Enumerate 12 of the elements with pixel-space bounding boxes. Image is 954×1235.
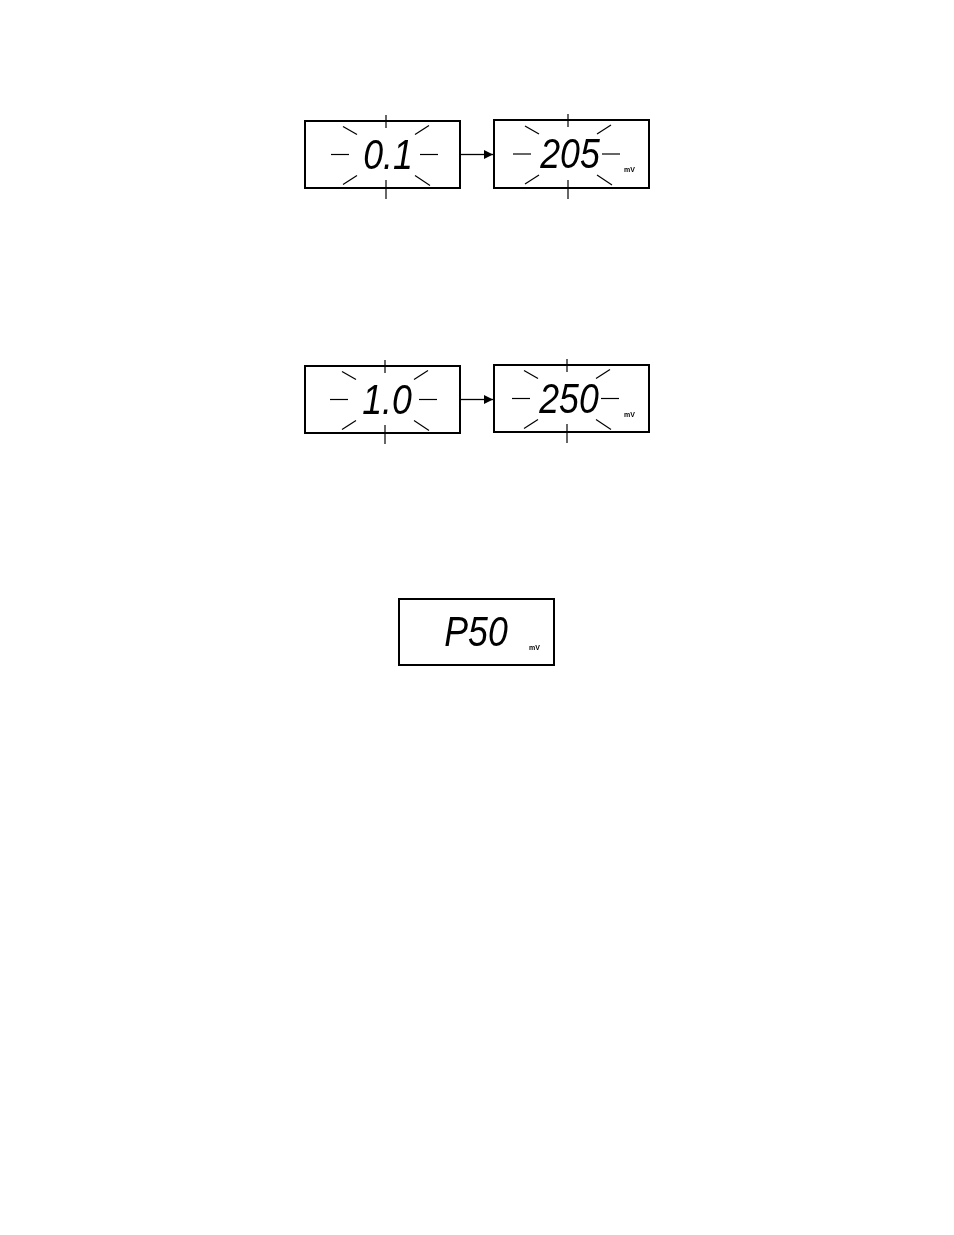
arrow (460, 150, 494, 159)
display-reading: 205 (540, 133, 600, 175)
display-reading: 0.1 (363, 133, 413, 176)
lcd-display (304, 365, 461, 434)
lcd-display (398, 598, 555, 666)
display-reading: P50 (444, 611, 508, 653)
arrow (460, 395, 494, 404)
lcd-display (493, 119, 650, 189)
display-reading: 250 (539, 377, 599, 420)
lcd-display (304, 120, 461, 189)
display-reading: 1.0 (362, 378, 412, 421)
lcd-display (493, 364, 650, 433)
